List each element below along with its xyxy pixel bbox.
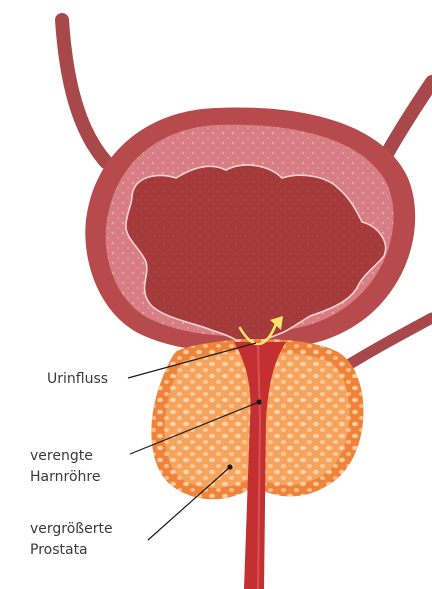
- dot-prostata: [227, 464, 232, 469]
- right-ureter: [388, 82, 432, 152]
- label-harnroehre: Harnröhre: [30, 467, 100, 487]
- label-vergroesserte: vergrößerte: [30, 519, 113, 539]
- label-urinfluss: Urinfluss: [47, 369, 108, 389]
- left-ureter: [62, 20, 106, 162]
- label-prostata: Prostata: [30, 540, 88, 560]
- dot-harnroehre: [256, 399, 261, 404]
- label-verengte: verengte: [30, 446, 93, 466]
